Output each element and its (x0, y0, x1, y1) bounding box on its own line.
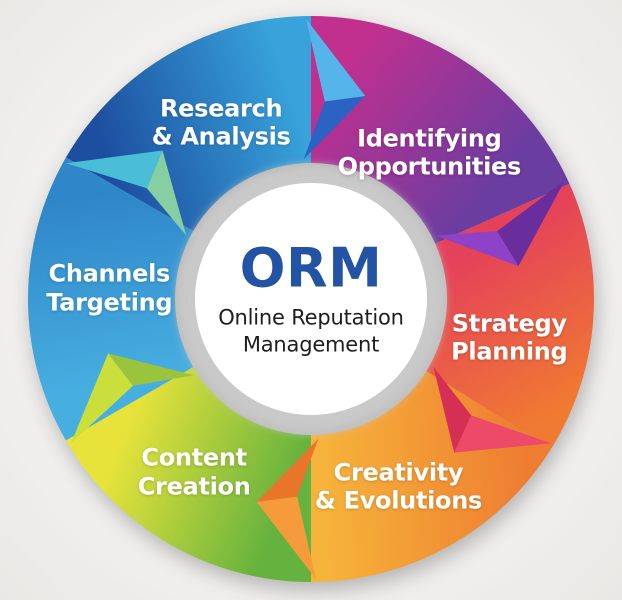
arrow-after-strategy-planning-outer (454, 415, 552, 453)
arrow-after-research-analysis-outer (306, 19, 366, 102)
arrow-after-identifying-opportunities-outer (497, 180, 565, 267)
arrow-after-research-analysis-inner (303, 96, 366, 160)
arrow-after-identifying-opportunities-inner (435, 231, 519, 267)
arrow-after-content-creation-outer (70, 353, 134, 444)
center-circle (195, 183, 427, 415)
arrow-after-creativity-evolutions-outer (256, 496, 316, 579)
segment-content-creation (65, 367, 311, 582)
arrow-after-creativity-evolutions-inner (256, 438, 319, 502)
segment-identifying-opportunities (311, 16, 570, 244)
arrow-after-strategy-planning-inner (433, 366, 472, 453)
segment-strategy-planning (426, 183, 594, 449)
arrow-after-content-creation-inner (108, 353, 194, 386)
arrow-after-channels-targeting-inner (146, 150, 187, 236)
arrow-after-channels-targeting-outer (66, 150, 163, 189)
